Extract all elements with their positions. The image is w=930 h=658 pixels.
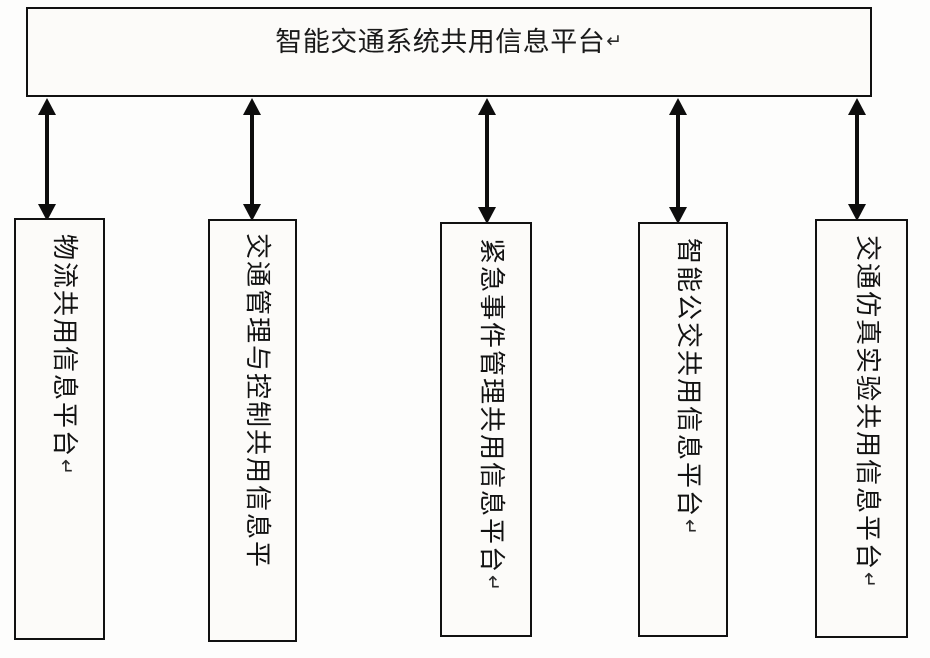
node-box-traffic-simulation-experiment[interactable]: 交通仿真实验共用信息平台↵ xyxy=(815,219,908,638)
connector-line xyxy=(485,112,489,211)
root-node-label-text: 智能交通系统共用信息平台 xyxy=(275,27,606,57)
vertical-text-wrap: 物流共用信息平台↵ xyxy=(16,220,103,638)
root-node-label: 智能交通系统共用信息平台↵ xyxy=(28,25,870,59)
arrow-head-down-icon xyxy=(243,204,261,221)
return-mark-icon: ↵ xyxy=(679,519,700,537)
vertical-text-wrap: 交通仿真实验共用信息平台↵ xyxy=(817,221,906,636)
return-mark-icon: ↵ xyxy=(55,459,76,477)
node-label-traffic-management-control: 交通管理与控制共用信息平 xyxy=(243,233,273,570)
node-box-emergency-event-management[interactable]: 紧急事件管理共用信息平台↵ xyxy=(440,222,532,637)
connector-line xyxy=(855,112,859,208)
node-label-text: 智能公交共用信息平台 xyxy=(674,238,704,519)
node-label-text: 物流共用信息平台 xyxy=(50,234,80,459)
arrow-head-up-icon xyxy=(848,98,866,115)
arrow-head-up-icon xyxy=(243,98,261,115)
return-mark-icon: ↵ xyxy=(606,31,623,52)
node-label-intelligent-public-transit: 智能公交共用信息平台↵ xyxy=(674,238,704,537)
node-box-logistics[interactable]: 物流共用信息平台↵ xyxy=(14,218,105,640)
arrow-head-up-icon xyxy=(38,98,56,115)
return-mark-icon: ↵ xyxy=(482,575,503,593)
node-box-intelligent-public-transit[interactable]: 智能公交共用信息平台↵ xyxy=(638,222,728,637)
node-label-emergency-event-management: 紧急事件管理共用信息平台↵ xyxy=(477,238,507,593)
arrow-head-down-icon xyxy=(478,207,496,224)
connector-line xyxy=(45,112,49,208)
arrow-head-up-icon xyxy=(478,98,496,115)
arrow-head-down-icon xyxy=(848,204,866,221)
arrow-head-up-icon xyxy=(669,98,687,115)
vertical-text-wrap: 紧急事件管理共用信息平台↵ xyxy=(442,224,530,635)
node-label-text: 交通仿真实验共用信息平台 xyxy=(853,235,883,572)
node-label-traffic-simulation-experiment: 交通仿真实验共用信息平台↵ xyxy=(853,235,883,590)
root-node-box[interactable]: 智能交通系统共用信息平台↵ xyxy=(26,7,872,97)
node-label-text: 紧急事件管理共用信息平台 xyxy=(477,238,507,575)
arrow-head-down-icon xyxy=(669,207,687,224)
node-box-traffic-management-control[interactable]: 交通管理与控制共用信息平 xyxy=(208,219,297,642)
connector-line xyxy=(250,112,254,208)
vertical-text-wrap: 交通管理与控制共用信息平 xyxy=(210,221,295,640)
return-mark-icon: ↵ xyxy=(858,572,879,590)
node-label-text: 交通管理与控制共用信息平 xyxy=(243,233,273,570)
vertical-text-wrap: 智能公交共用信息平台↵ xyxy=(640,224,726,635)
arrow-head-down-icon xyxy=(38,204,56,221)
node-label-logistics: 物流共用信息平台↵ xyxy=(50,234,80,477)
connector-line xyxy=(676,112,680,211)
